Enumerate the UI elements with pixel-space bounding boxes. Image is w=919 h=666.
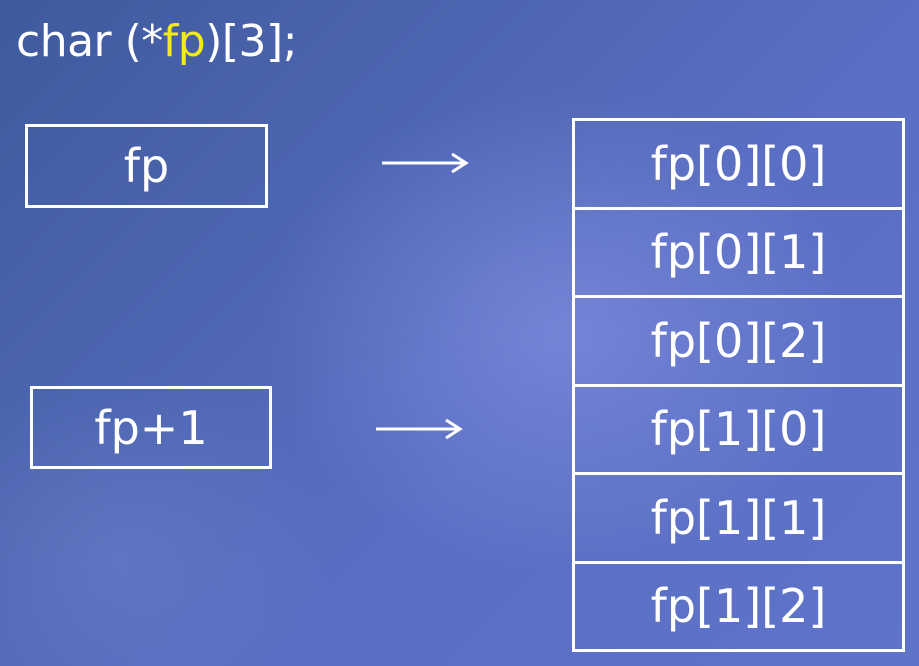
pointer-box-fp-plus-1: fp+1 [30,386,272,469]
pointer-box-fp: fp [25,124,268,208]
right-arrow-icon [382,152,469,174]
declaration-highlight: fp [162,16,206,67]
memory-cell-1-1: fp[1][1] [575,475,902,564]
declaration-title: char (*fp)[3]; [16,14,298,70]
memory-cell-0-2: fp[0][2] [575,298,902,387]
memory-cell-1-2: fp[1][2] [650,579,827,634]
pointer-box-label: fp+1 [94,400,208,455]
right-arrow-icon [376,418,463,440]
memory-cell-0-0: fp[0][0] [575,121,902,210]
memory-cell-0-1: fp[0][1] [575,210,902,298]
declaration-suffix: )[3]; [205,16,298,67]
memory-array-column: fp[0][0] fp[0][1] fp[0][2] fp[1][0] fp[1… [572,118,905,652]
pointer-box-label: fp [123,139,170,193]
declaration-prefix: char (* [16,16,163,67]
memory-cell-1-0: fp[1][0] [575,387,902,475]
